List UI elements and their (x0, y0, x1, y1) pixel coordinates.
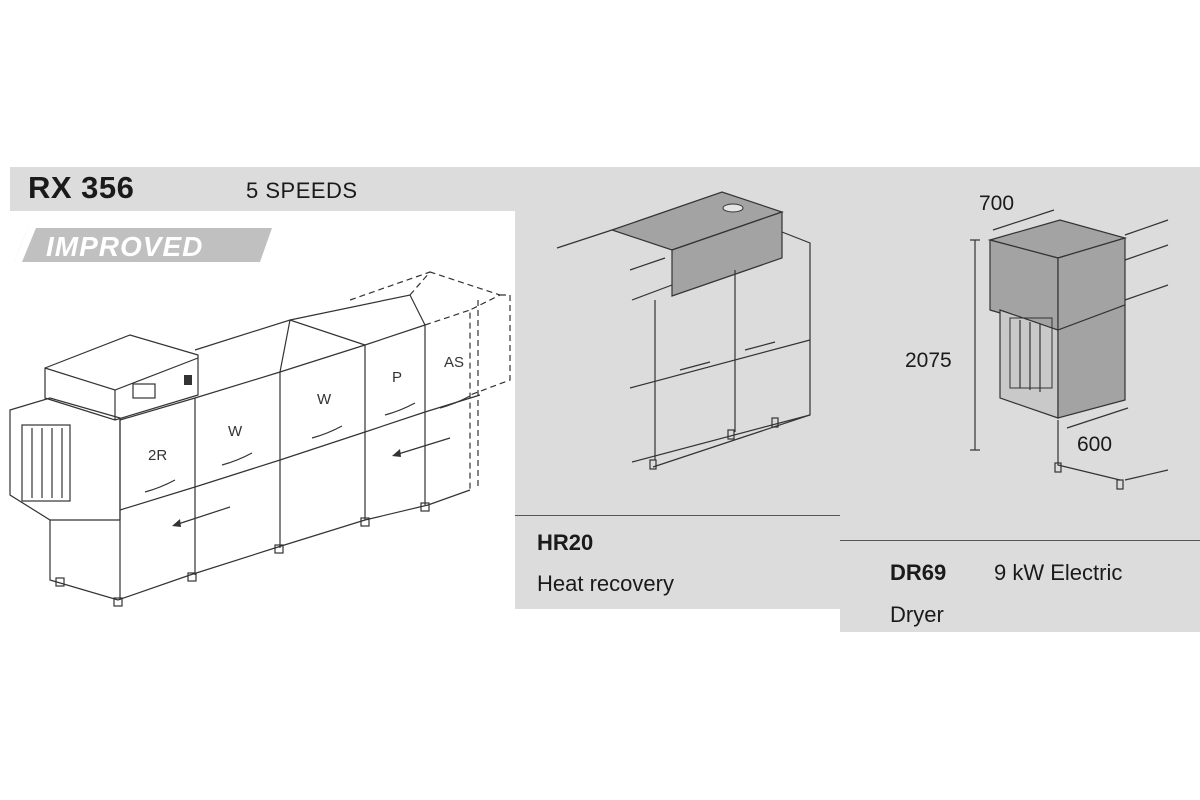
door-handle (311, 425, 343, 439)
door-handle (144, 479, 176, 493)
inlet-opening (21, 424, 71, 502)
improved-badge-text: IMPROVED (46, 231, 203, 262)
hr20-code: HR20 (537, 530, 594, 555)
dr69-code: DR69 (890, 560, 947, 585)
dr69-divider (840, 540, 1200, 541)
dr69-power: 9 kW Electric (994, 560, 1123, 585)
control-switch-icon (184, 375, 192, 385)
door-handle (384, 402, 416, 416)
zone-label: W (317, 391, 332, 408)
zone-label: 2R (148, 447, 167, 464)
badge-stripe-icon (14, 228, 36, 262)
zone-label: W (228, 423, 243, 440)
control-display-icon (132, 383, 156, 399)
dr69-description: Dryer (890, 602, 944, 627)
header-band (10, 167, 1200, 211)
door-handle (439, 395, 471, 409)
hr20-description: Heat recovery (537, 571, 674, 596)
zone-label: P (392, 369, 402, 386)
inlet-hood (9, 397, 121, 521)
flow-arrow-icon (394, 437, 451, 456)
speeds-label: 5 SPEEDS (246, 178, 358, 203)
model-title: RX 356 (28, 170, 135, 205)
hr20-divider (515, 515, 840, 516)
door-handle (221, 452, 253, 466)
improved-badge-bg (14, 228, 272, 262)
zone-label: AS (444, 354, 464, 371)
flow-arrow-icon (174, 506, 231, 526)
control-box (44, 334, 199, 421)
